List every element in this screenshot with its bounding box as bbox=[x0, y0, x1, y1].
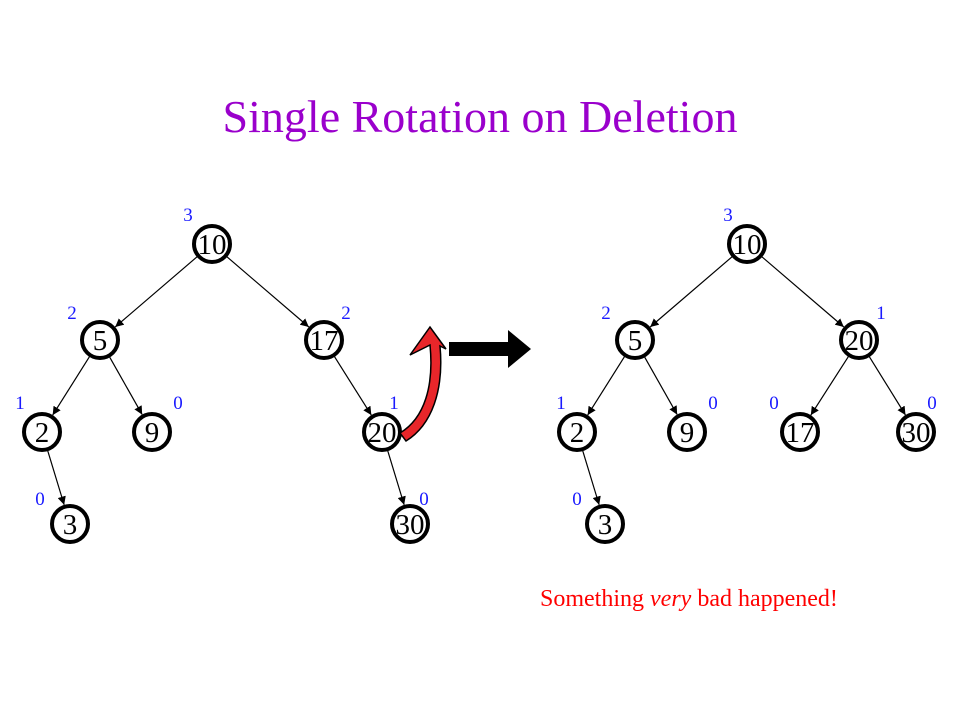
tree-edge bbox=[760, 255, 845, 328]
node-height-label: 1 bbox=[556, 393, 566, 414]
node-height-label: 0 bbox=[572, 489, 582, 510]
tree-edge bbox=[649, 255, 734, 328]
tree-node-after-9: 90 bbox=[667, 393, 718, 452]
tree-node-before-10: 103 bbox=[183, 205, 232, 264]
node-height-label: 1 bbox=[15, 393, 25, 414]
node-height-label: 0 bbox=[35, 489, 45, 510]
node-circle bbox=[557, 412, 597, 452]
node-circle bbox=[390, 504, 430, 544]
node-circle bbox=[585, 504, 625, 544]
node-key-label: 17 bbox=[310, 325, 339, 357]
tree-node-before-3: 30 bbox=[35, 489, 90, 544]
tree-edge bbox=[114, 255, 199, 328]
node-circle bbox=[132, 412, 172, 452]
node-circle bbox=[727, 224, 767, 264]
node-circle bbox=[50, 504, 90, 544]
node-height-label: 0 bbox=[769, 393, 779, 414]
tree-edge bbox=[810, 354, 850, 416]
node-circle bbox=[80, 320, 120, 360]
transform-arrow-icon bbox=[449, 330, 531, 368]
tree-edges bbox=[46, 255, 906, 506]
node-height-label: 2 bbox=[341, 303, 351, 324]
node-height-label: 0 bbox=[419, 489, 429, 510]
node-circle bbox=[192, 224, 232, 264]
node-circle bbox=[780, 412, 820, 452]
node-height-label: 1 bbox=[876, 303, 886, 324]
node-key-label: 20 bbox=[845, 325, 874, 357]
caption-text: Something very bad happened! bbox=[540, 586, 838, 613]
tree-node-after-3: 30 bbox=[572, 489, 625, 544]
caption-emphasis: very bbox=[650, 586, 692, 612]
tree-node-after-20: 201 bbox=[839, 303, 886, 360]
node-key-label: 20 bbox=[368, 417, 397, 449]
node-height-label: 1 bbox=[389, 393, 399, 414]
node-key-label: 17 bbox=[786, 417, 815, 449]
tree-edge bbox=[386, 449, 406, 506]
tree-edge bbox=[643, 355, 678, 415]
node-circle bbox=[304, 320, 344, 360]
node-circle bbox=[839, 320, 879, 360]
node-circle bbox=[615, 320, 655, 360]
node-circle bbox=[362, 412, 402, 452]
node-circle bbox=[22, 412, 62, 452]
node-circle bbox=[667, 412, 707, 452]
tree-node-before-2: 21 bbox=[15, 393, 62, 452]
node-height-label: 3 bbox=[723, 205, 733, 226]
node-height-label: 0 bbox=[708, 393, 718, 414]
tree-node-after-30: 300 bbox=[896, 393, 937, 452]
node-key-label: 30 bbox=[902, 417, 931, 449]
node-key-label: 30 bbox=[396, 509, 425, 541]
node-height-label: 0 bbox=[927, 393, 937, 414]
node-key-label: 5 bbox=[628, 325, 643, 357]
node-key-label: 3 bbox=[598, 509, 613, 541]
tree-node-after-17: 17 0 bbox=[769, 393, 820, 452]
node-key-label: 10 bbox=[733, 229, 762, 261]
node-height-label: 2 bbox=[601, 303, 611, 324]
slide-title: Single Rotation on Deletion bbox=[222, 91, 738, 142]
node-key-label: 10 bbox=[198, 229, 227, 261]
node-key-label: 9 bbox=[145, 417, 160, 449]
node-height-label: 2 bbox=[67, 303, 77, 324]
rotation-arrow bbox=[398, 325, 447, 442]
tree-node-before-20: 201 bbox=[362, 393, 402, 452]
node-height-label: 0 bbox=[173, 393, 183, 414]
tree-node-after-2: 21 bbox=[556, 393, 597, 452]
tree-edge bbox=[108, 355, 143, 415]
node-key-label: 5 bbox=[93, 325, 108, 357]
tree-edge bbox=[52, 354, 91, 416]
tree-node-after-5: 52 bbox=[601, 303, 655, 360]
tree-edge bbox=[225, 255, 310, 328]
tree-node-before-5: 52 bbox=[67, 303, 120, 360]
tree-node-before-30: 300 bbox=[390, 489, 430, 544]
tree-edge bbox=[46, 449, 66, 506]
tree-edge bbox=[587, 354, 626, 416]
tree-edge bbox=[867, 354, 906, 416]
tree-node-after-10: 103 bbox=[723, 205, 767, 264]
node-key-label: 2 bbox=[570, 417, 585, 449]
tree-edge bbox=[581, 449, 601, 506]
tree-node-before-9: 90 bbox=[132, 393, 183, 452]
node-key-label: 9 bbox=[680, 417, 695, 449]
node-key-label: 3 bbox=[63, 509, 78, 541]
node-height-label: 3 bbox=[183, 205, 193, 226]
tree-edge bbox=[333, 354, 372, 416]
node-key-label: 2 bbox=[35, 417, 50, 449]
node-circle bbox=[896, 412, 936, 452]
caption-part-1: Something bbox=[540, 586, 651, 612]
caption-part-2: bad happened! bbox=[691, 586, 838, 612]
tree-node-before-17: 172 bbox=[304, 303, 351, 360]
